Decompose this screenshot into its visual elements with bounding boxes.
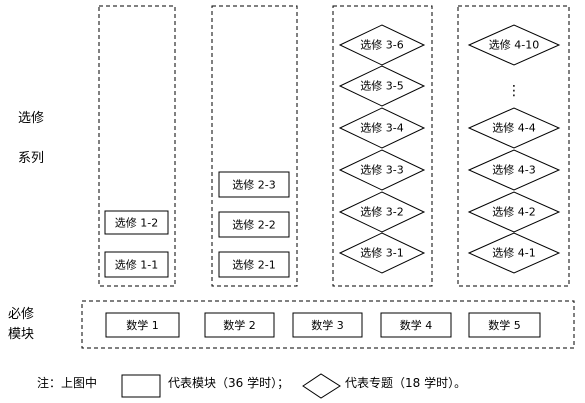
required-module: 数学 4	[380, 312, 452, 338]
required-module: 数学 5	[468, 312, 541, 338]
series-3-container	[332, 5, 433, 287]
series-3-topic: 选修 3-6	[338, 24, 426, 66]
topic-label: 选修 3-6	[360, 38, 403, 52]
module-label: 数学 3	[311, 318, 344, 332]
series-4-topic: 选修 4-3	[467, 149, 561, 191]
legend-module-text: 代表模块（36 学时）；	[168, 375, 289, 390]
series-1-module: 选修 1-2	[104, 210, 169, 235]
series-3-topic: 选修 3-2	[338, 191, 426, 233]
series-3-topic: 选修 3-5	[338, 65, 426, 107]
series-4-topic: 选修 4-4	[467, 107, 561, 149]
elective-label-line1: 选修	[18, 111, 44, 126]
topic-label: 选修 4-4	[492, 121, 535, 135]
topic-label: 选修 3-1	[360, 246, 403, 260]
series-3-topic: 选修 3-4	[338, 107, 426, 149]
module-label: 数学 2	[223, 318, 256, 332]
topic-label: 选修 4-10	[489, 38, 539, 52]
module-label: 选修 1-2	[115, 216, 158, 230]
elective-label-line2: 系列	[18, 151, 44, 166]
series-1-container	[98, 5, 176, 287]
series-3-topic: 选修 3-3	[338, 149, 426, 191]
required-label-line1: 必修	[8, 307, 34, 322]
series-2-module: 选修 2-3	[218, 171, 290, 198]
required-container	[81, 300, 575, 349]
legend-module-box	[121, 374, 161, 398]
series-1-module: 选修 1-1	[104, 251, 169, 278]
topic-label: 选修 3-5	[360, 79, 403, 93]
module-label: 选修 1-1	[115, 258, 158, 272]
module-label: 数学 4	[400, 318, 433, 332]
series-2-container	[211, 5, 298, 287]
required-module: 数学 2	[204, 312, 275, 338]
module-label: 数学 5	[488, 318, 521, 332]
legend-prefix: 注：上图中	[37, 375, 97, 390]
module-label: 选修 2-1	[232, 258, 275, 272]
topic-label: 选修 4-1	[492, 246, 535, 260]
required-label-line2: 模块	[8, 327, 34, 342]
legend-topic-diamond	[302, 373, 341, 399]
module-label: 选修 2-2	[232, 218, 275, 232]
topic-label: 选修 3-2	[360, 205, 403, 219]
series-4-topic: 选修 4-2	[467, 191, 561, 233]
topic-label: 选修 4-3	[492, 163, 535, 177]
series-2-module: 选修 2-2	[218, 211, 290, 238]
series-4-topic: 选修 4-1	[467, 232, 561, 274]
series-3-topic: 选修 3-1	[338, 232, 426, 274]
ellipsis-indicator: ⋮	[507, 83, 521, 99]
series-2-module: 选修 2-1	[218, 251, 290, 278]
module-label: 数学 1	[126, 318, 159, 332]
series-4-topic: 选修 4-10	[467, 24, 561, 66]
legend-topic-text: 代表专题（18 学时）。	[345, 375, 466, 390]
required-module: 数学 3	[292, 312, 363, 338]
module-label: 选修 2-3	[232, 178, 275, 192]
topic-label: 选修 4-2	[492, 205, 535, 219]
topic-label: 选修 3-3	[360, 163, 403, 177]
topic-label: 选修 3-4	[360, 121, 403, 135]
required-module: 数学 1	[105, 312, 180, 338]
